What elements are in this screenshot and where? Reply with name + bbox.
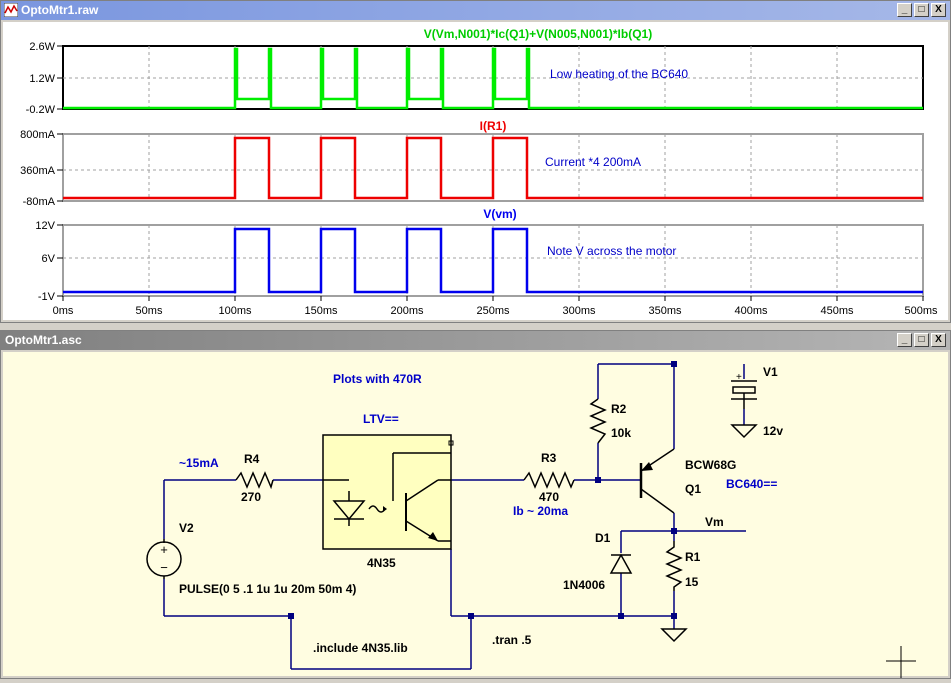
optocoupler-4n35-icon[interactable] — [322, 434, 454, 550]
v1-value[interactable]: 12v — [763, 424, 783, 438]
trace-label-current[interactable]: I(R1) — [480, 119, 507, 133]
r3-value[interactable]: 470 — [539, 490, 559, 504]
xtick-3: 150ms — [304, 305, 338, 317]
include-directive[interactable]: .include 4N35.lib — [313, 641, 408, 655]
pulse-spec[interactable]: PULSE(0 5 .1 1u 1u 20m 50m 4) — [179, 582, 356, 596]
opto-part[interactable]: 4N35 — [367, 556, 396, 570]
waveform-titlebar[interactable]: OptoMtr1.raw _ □ X — [1, 1, 950, 20]
trace-voltage[interactable] — [63, 227, 923, 294]
maximize-button[interactable]: □ — [914, 333, 929, 347]
v2-plus-sign: + — [160, 542, 168, 557]
minimize-button[interactable]: _ — [897, 333, 912, 347]
r3-name[interactable]: R3 — [541, 451, 557, 465]
wires — [163, 363, 746, 670]
minimize-button[interactable]: _ — [897, 3, 912, 17]
xtick-4: 200ms — [390, 305, 424, 317]
r4-value[interactable]: 270 — [241, 490, 261, 504]
xtick-8: 400ms — [734, 305, 768, 317]
r4-name[interactable]: R4 — [244, 452, 260, 466]
trace-current[interactable] — [63, 136, 923, 200]
ytick-voltage-mid: 6V — [42, 253, 56, 265]
resistor-r3-icon[interactable] — [523, 471, 575, 489]
voltage-source-v2-icon[interactable]: + − — [146, 539, 182, 579]
d1-part[interactable]: 1N4006 — [563, 578, 605, 592]
schematic-window: OptoMtr1.asc _ □ X — [0, 330, 951, 679]
ytick-current-bottom: -80mA — [23, 196, 56, 208]
schematic-titlebar[interactable]: OptoMtr1.asc _ □ X — [1, 331, 950, 350]
plots-note[interactable]: Plots with 470R — [333, 372, 422, 386]
xtick-6: 300ms — [562, 305, 596, 317]
waveform-app-icon — [4, 3, 18, 17]
q1-name[interactable]: Q1 — [685, 482, 701, 496]
trace-label-power[interactable]: V(Vm,N001)*Ic(Q1)+V(N005,N001)*Ib(Q1) — [424, 27, 652, 41]
x-axis-labels: 0ms 50ms 100ms 150ms 200ms 250ms 300ms 3… — [53, 305, 938, 317]
close-button[interactable]: X — [931, 3, 946, 17]
v2-name[interactable]: V2 — [179, 521, 194, 535]
close-button[interactable]: X — [931, 333, 946, 347]
grid-voltage — [63, 225, 923, 296]
schematic-canvas[interactable]: + − — [3, 352, 948, 678]
current-note[interactable]: ~15mA — [179, 456, 219, 470]
schematic-window-title: OptoMtr1.asc — [5, 333, 82, 347]
xtick-1: 50ms — [136, 305, 163, 317]
note-voltage: Note V across the motor — [547, 244, 676, 258]
crosshair-cursor-icon — [886, 646, 916, 678]
resistor-r4-icon[interactable] — [235, 471, 274, 490]
waveform-window-title: OptoMtr1.raw — [21, 3, 99, 17]
q1-part[interactable]: BCW68G — [685, 458, 736, 472]
schematic-svg[interactable]: + − — [3, 352, 948, 678]
xtick-10: 500ms — [904, 305, 938, 317]
ground-icon — [660, 628, 688, 643]
note-power: Low heating of the BC640 — [550, 67, 688, 81]
r1-name[interactable]: R1 — [685, 550, 701, 564]
ltv-label[interactable]: LTV== — [363, 412, 399, 426]
trace-label-voltage[interactable]: V(vm) — [483, 207, 516, 221]
r1-value[interactable]: 15 — [685, 575, 699, 589]
tran-directive[interactable]: .tran .5 — [492, 633, 532, 647]
xtick-5: 250ms — [476, 305, 510, 317]
ytick-power-top: 2.6W — [29, 41, 55, 53]
ytick-current-top: 800mA — [20, 129, 56, 141]
xtick-2: 100ms — [218, 305, 252, 317]
vm-label[interactable]: Vm — [705, 515, 724, 529]
ytick-current-mid: 360mA — [20, 165, 56, 177]
pane-current: I(R1) 800mA 360mA -80mA Current *4 200mA — [20, 119, 924, 208]
v1-plus-sign: + — [736, 372, 742, 383]
ytick-power-mid: 1.2W — [29, 73, 55, 85]
note-current: Current *4 200mA — [545, 155, 641, 169]
waveform-window: OptoMtr1.raw _ □ X V(Vm,N001)*Ic(Q1)+V(N… — [0, 0, 951, 323]
ytick-voltage-top: 12V — [35, 220, 55, 232]
v2-minus-sign: − — [160, 560, 168, 575]
xtick-7: 350ms — [648, 305, 682, 317]
d1-name[interactable]: D1 — [595, 531, 611, 545]
maximize-button[interactable]: □ — [914, 3, 929, 17]
trace-power[interactable] — [63, 47, 923, 110]
xtick-0: 0ms — [53, 305, 74, 317]
diode-d1-icon[interactable] — [609, 553, 633, 574]
v1-name[interactable]: V1 — [763, 365, 778, 379]
resistor-r1-icon[interactable] — [665, 541, 683, 591]
waveform-canvas[interactable]: V(Vm,N001)*Ic(Q1)+V(N005,N001)*Ib(Q1) 2.… — [3, 22, 948, 320]
ytick-voltage-bottom: -1V — [38, 291, 56, 303]
pane-voltage: V(vm) 12V 6V -1V Note V across the motor — [35, 207, 924, 303]
schematic-labels: Plots with 470R LTV== ~15mA R4 270 V2 PU… — [179, 365, 783, 655]
junction-dots — [288, 361, 677, 619]
x-axis-ticks — [62, 296, 924, 301]
ground-icon — [730, 424, 758, 439]
xtick-9: 450ms — [820, 305, 854, 317]
resistor-r2-icon[interactable] — [589, 398, 607, 444]
ytick-power-bottom: -0.2W — [26, 104, 56, 116]
waveform-plot-svg[interactable]: V(Vm,N001)*Ic(Q1)+V(N005,N001)*Ib(Q1) 2.… — [3, 22, 948, 322]
ib-note[interactable]: Ib ~ 20ma — [513, 504, 568, 518]
r2-name[interactable]: R2 — [611, 402, 627, 416]
r2-value[interactable]: 10k — [611, 426, 631, 440]
battery-v1-icon[interactable]: + — [731, 372, 757, 409]
q1-note[interactable]: BC640== — [726, 477, 777, 491]
transistor-q1-icon[interactable] — [639, 448, 675, 514]
pane-power: V(Vm,N001)*Ic(Q1)+V(N005,N001)*Ib(Q1) 2.… — [26, 27, 924, 116]
